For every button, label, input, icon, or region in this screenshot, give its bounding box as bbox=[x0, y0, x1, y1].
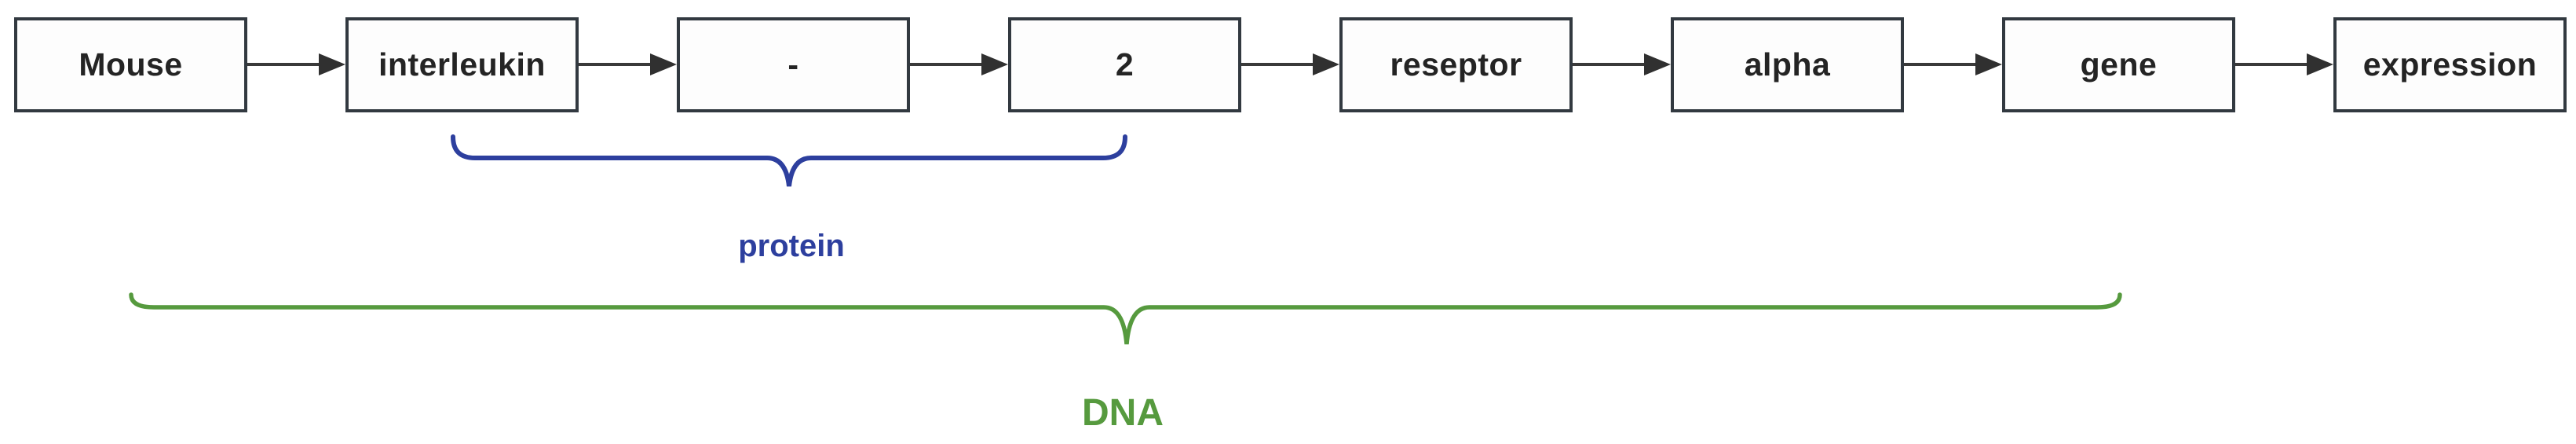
dna-brace-label: DNA bbox=[1082, 392, 1164, 434]
flow-node-interleukin: interleukin bbox=[345, 17, 579, 112]
flow-node-alpha: alpha bbox=[1671, 17, 1904, 112]
protein-brace-label: protein bbox=[738, 229, 845, 263]
protein-brace-icon bbox=[451, 134, 1127, 187]
dna-brace-icon bbox=[129, 292, 2122, 345]
flow-node-gene: gene bbox=[2002, 17, 2235, 112]
flow-node-hyphen: - bbox=[677, 17, 910, 112]
flow-node-expression: expression bbox=[2333, 17, 2567, 112]
flow-node-mouse: Mouse bbox=[14, 17, 247, 112]
flow-node-reseptor: reseptor bbox=[1339, 17, 1573, 112]
flow-node-2: 2 bbox=[1008, 17, 1241, 112]
